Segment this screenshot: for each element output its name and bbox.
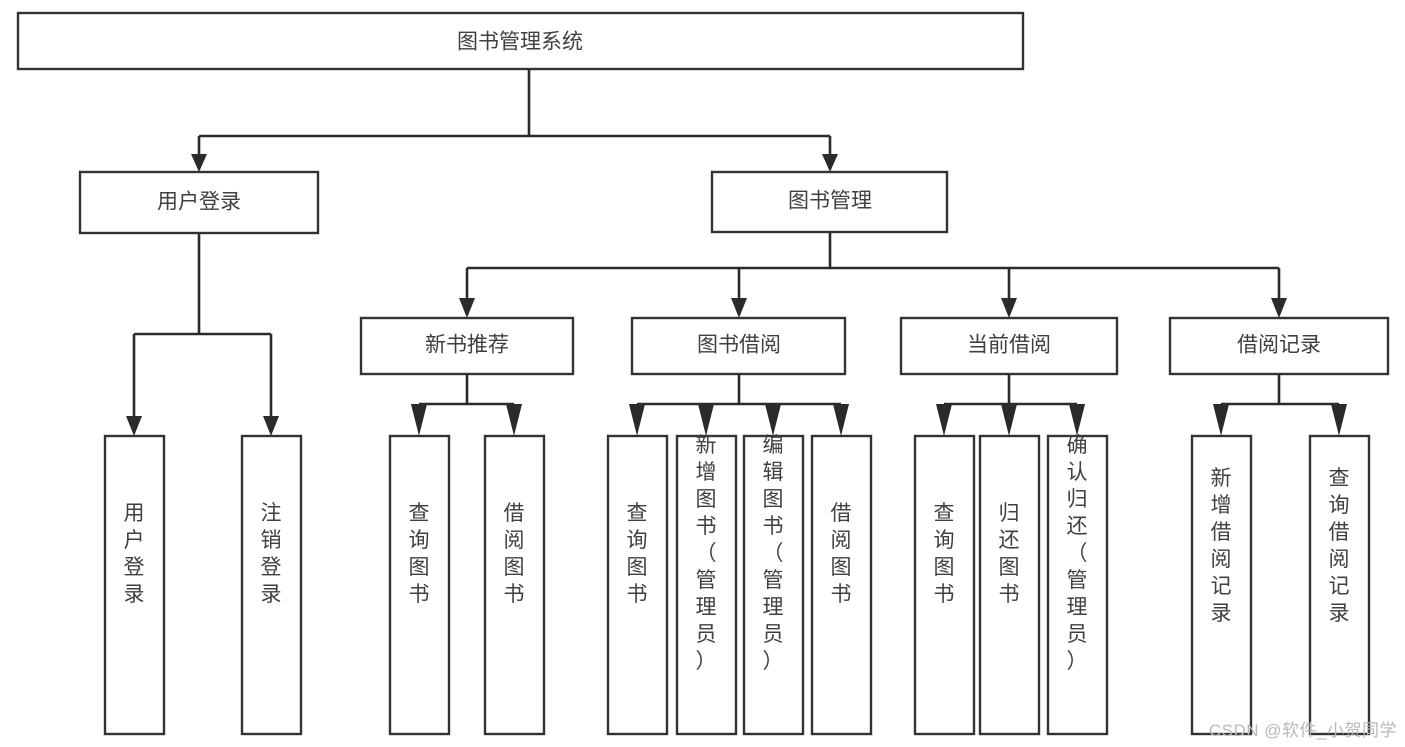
new-book-recommend-label: 新书推荐 (425, 334, 509, 357)
leaf-node[interactable]: 新增借阅记录 (1190, 434, 1253, 736)
connector-root-to-level1 (191, 69, 838, 172)
leaf-borrow-query-box[interactable] (606, 434, 669, 736)
book-management-box[interactable] (710, 170, 949, 234)
leaf-current-confirm-label: 确认归还（管理员） (1067, 434, 1088, 673)
connector-newbook-to-leaves (411, 374, 522, 436)
leaf-node[interactable]: 查询图书 (606, 434, 669, 736)
node-borrow-records[interactable]: 借阅记录 (1168, 316, 1390, 376)
user-login-box[interactable] (78, 170, 320, 235)
leaf-node[interactable]: 归还图书 (978, 434, 1041, 736)
node-book-management[interactable]: 图书管理 (710, 170, 949, 234)
root-label: 图书管理系统 (457, 31, 583, 54)
node-current-borrow[interactable]: 当前借阅 (899, 316, 1119, 376)
leaf-node[interactable]: 新增图书（管理员） (675, 434, 738, 736)
leaf-node[interactable]: 查询借阅记录 (1308, 434, 1371, 736)
leaf-node[interactable]: 借阅图书 (483, 434, 546, 736)
node-new-book-recommend[interactable]: 新书推荐 (359, 316, 575, 376)
borrow-records-label: 借阅记录 (1237, 334, 1321, 357)
node-book-borrow[interactable]: 图书借阅 (630, 316, 847, 376)
leaf-node[interactable]: 查询图书 (388, 434, 451, 736)
leaf-borrow-edit-label: 编辑图书（管理员） (763, 434, 784, 673)
connector-current-to-leaves (936, 374, 1085, 436)
book-borrow-box[interactable] (630, 316, 847, 376)
connector-userlogin-to-leaves (126, 233, 279, 436)
leaf-record-query-label: 查询借阅记录 (1329, 467, 1350, 625)
leaf-record-add-box[interactable] (1190, 434, 1253, 736)
leaf-borrow-lend-label: 借阅图书 (831, 502, 852, 606)
leaf-borrow-add-label: 新增图书（管理员） (696, 434, 717, 673)
leaf-newbook-query-label: 查询图书 (409, 502, 430, 606)
leaf-current-query-label: 查询图书 (934, 502, 955, 606)
leaf-current-return-label: 归还图书 (999, 502, 1020, 606)
leaf-record-add-label: 新增借阅记录 (1211, 467, 1232, 625)
root-box[interactable] (16, 11, 1025, 71)
book-management-label: 图书管理 (788, 190, 872, 213)
leaf-node[interactable]: 编辑图书（管理员） (742, 434, 805, 736)
leaf-user-login-label: 用户登录 (124, 502, 145, 606)
leaf-newbook-query-box[interactable] (388, 434, 451, 736)
leaf-current-return-box[interactable] (978, 434, 1041, 736)
leaf-record-query-box[interactable] (1308, 434, 1371, 736)
leaf-node[interactable]: 确认归还（管理员） (1046, 434, 1109, 736)
leaf-borrow-query-label: 查询图书 (627, 502, 648, 606)
leaf-user-login-box[interactable] (103, 434, 166, 736)
leaf-logout-label: 注销登录 (261, 502, 282, 606)
leaf-node[interactable]: 借阅图书 (810, 434, 873, 736)
node-root[interactable]: 图书管理系统 (16, 11, 1025, 71)
leaf-current-confirm-box[interactable] (1046, 434, 1109, 736)
leaf-newbook-borrow-box[interactable] (483, 434, 546, 736)
leaf-borrow-edit-box[interactable] (742, 434, 805, 736)
leaf-current-query-box[interactable] (913, 434, 976, 736)
current-borrow-box[interactable] (899, 316, 1119, 376)
leaf-borrow-lend-box[interactable] (810, 434, 873, 736)
leaf-node[interactable]: 查询图书 (913, 434, 976, 736)
current-borrow-label: 当前借阅 (967, 334, 1051, 357)
user-login-label: 用户登录 (157, 191, 241, 214)
leaf-borrow-add-box[interactable] (675, 434, 738, 736)
borrow-records-box[interactable] (1168, 316, 1390, 376)
leaf-node[interactable]: 用户登录 (103, 434, 166, 736)
book-borrow-label: 图书借阅 (697, 334, 781, 357)
leaf-node[interactable]: 注销登录 (240, 434, 303, 736)
leaf-newbook-borrow-label: 借阅图书 (504, 502, 525, 606)
csdn-watermark: CSDN @软件_小贺同学 (1208, 721, 1397, 740)
node-user-login[interactable]: 用户登录 (78, 170, 320, 235)
connector-borrow-to-leaves (629, 374, 849, 436)
connector-bookmgmt-to-level2 (459, 232, 1287, 318)
connector-records-to-leaves (1213, 374, 1347, 436)
new-book-recommend-box[interactable] (359, 316, 575, 376)
leaf-logout-box[interactable] (240, 434, 303, 736)
